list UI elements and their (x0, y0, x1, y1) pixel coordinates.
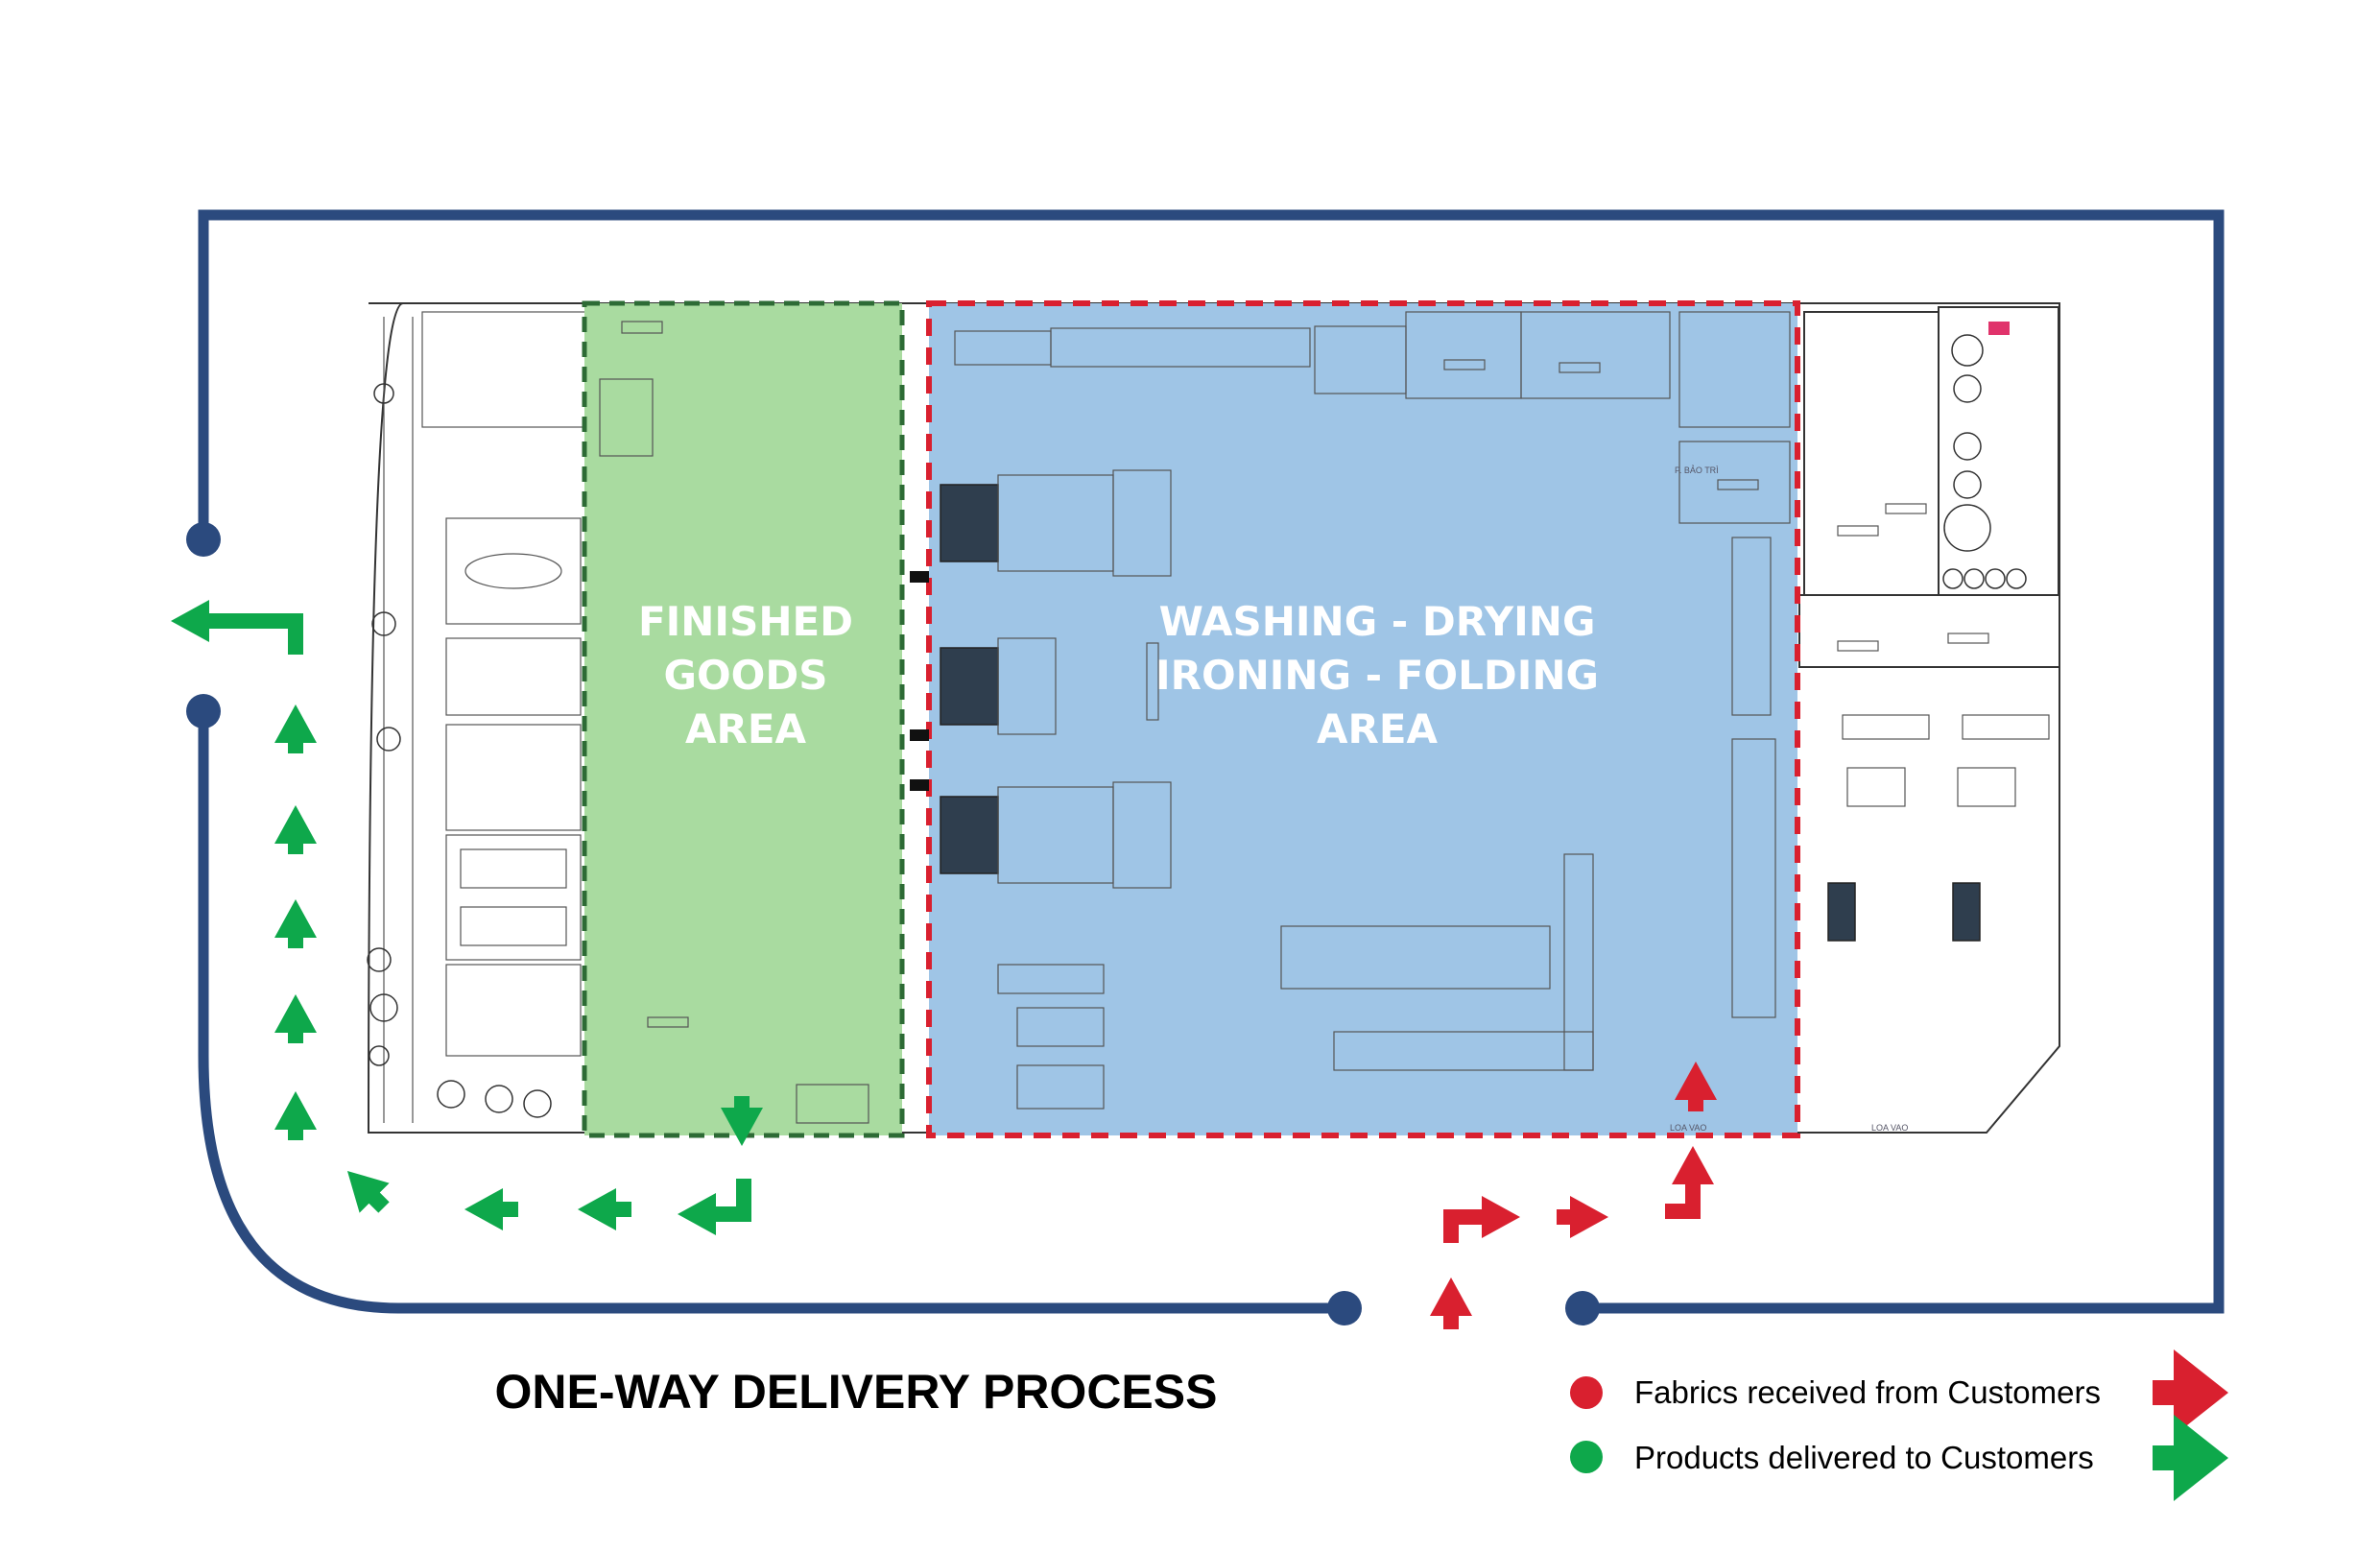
route-dot (1565, 1291, 1600, 1325)
arrow-left-elbow-icon (171, 600, 303, 655)
delivery-route (198, 209, 2225, 1314)
arrow-up-elbow-icon (1665, 1146, 1714, 1219)
washing-area-label-3: AREA (1317, 705, 1439, 752)
finished-goods-label-2: GOODS (664, 652, 828, 699)
legend-dot-red (1570, 1376, 1603, 1409)
offices (367, 311, 586, 1118)
delivery-arrows (171, 600, 763, 1235)
entrance-label: LOA VAO (1871, 1123, 1908, 1133)
legend: Fabrics received from Customers Products… (1570, 1349, 2228, 1501)
arrow-right-icon (2153, 1415, 2228, 1501)
machines: P. BẢO TRÌ LOA VAO (940, 311, 1791, 1133)
route-outer (198, 209, 2225, 1314)
legend-label-products: Products delivered to Customers (1634, 1440, 2094, 1475)
floor-plan: LOA VAO (367, 302, 2060, 1134)
finished-goods-area: FINISHED GOODS AREA (582, 300, 905, 1138)
route-dot (186, 694, 221, 728)
finished-goods-label-3: AREA (685, 705, 807, 752)
washing-area-label-1: WASHING - DRYING (1159, 598, 1596, 645)
finished-goods-label-1: FINISHED (638, 598, 853, 645)
diagram-title: ONE-WAY DELIVERY PROCESS (495, 1365, 1218, 1419)
entrance-label: LOA VAO (1670, 1123, 1706, 1133)
arrow-right-icon (2153, 1349, 2228, 1436)
washing-area-label-2: IRONING - FOLDING (1155, 652, 1599, 699)
route-dot (1327, 1291, 1362, 1325)
washing-area: P. BẢO TRÌ LOA VAO WASHING - DRYING IRON (910, 300, 1800, 1138)
maintenance-room-label: P. BẢO TRÌ (1675, 465, 1719, 475)
legend-dot-green (1570, 1441, 1603, 1473)
arrow-left-elbow-icon (678, 1179, 751, 1235)
right-rooms: LOA VAO (1798, 306, 2060, 1133)
route-dot (186, 522, 221, 557)
arrow-up-left-icon (346, 1170, 390, 1213)
arrow-right-elbow-icon (1443, 1196, 1520, 1243)
route-inner (198, 711, 1345, 1314)
receiving-arrows (1430, 1062, 1717, 1329)
legend-label-fabrics: Fabrics received from Customers (1634, 1374, 2101, 1410)
